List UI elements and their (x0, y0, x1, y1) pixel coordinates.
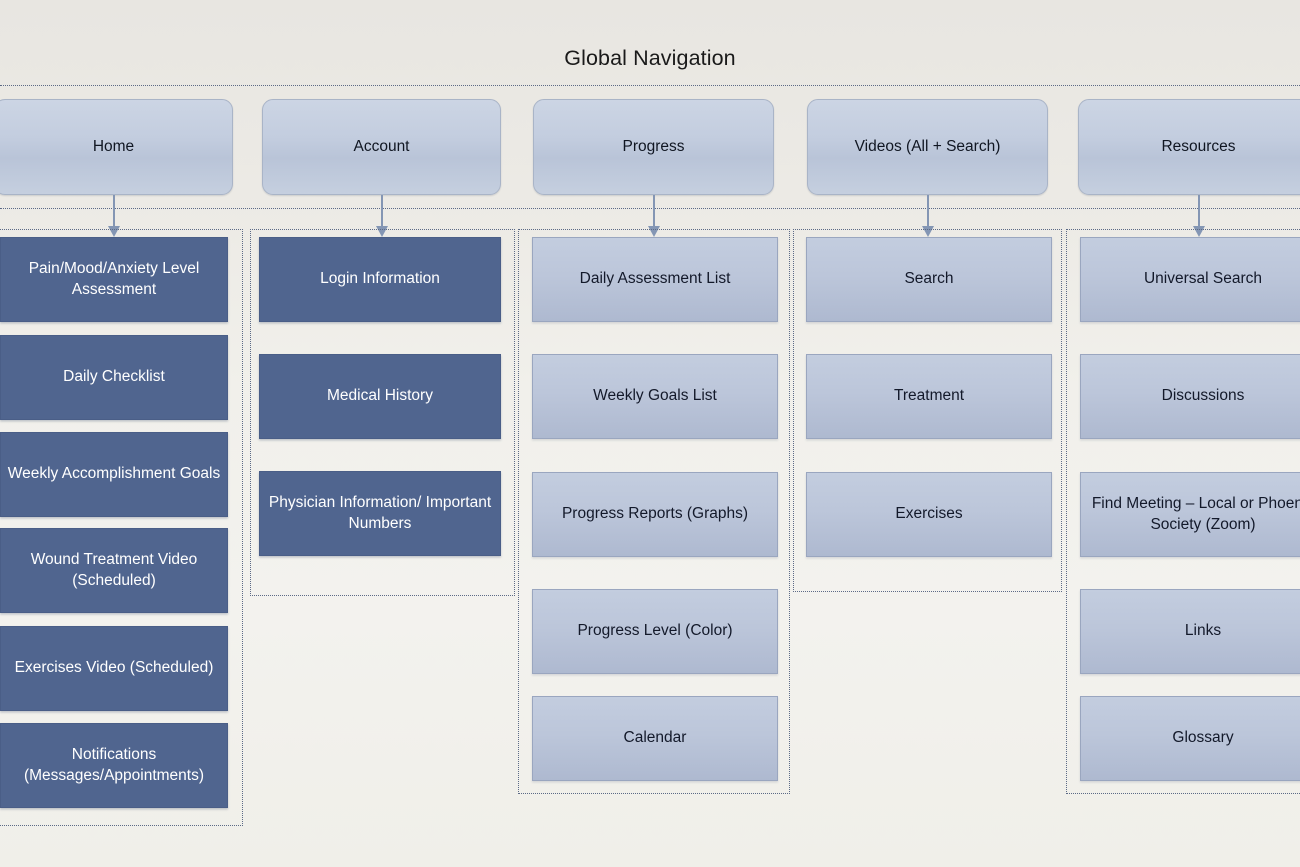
node-label: Weekly Accomplishment Goals (7, 465, 221, 483)
nav-button-videos[interactable]: Videos (All + Search) (807, 99, 1048, 195)
node-label: Daily Checklist (63, 368, 165, 386)
node-weekly-goals-list[interactable]: Weekly Goals List (532, 354, 778, 439)
node-daily-checklist[interactable]: Daily Checklist (0, 335, 228, 420)
node-exercises-video[interactable]: Exercises Video (Scheduled) (0, 626, 228, 711)
nav-button-home[interactable]: Home (0, 99, 233, 195)
nav-button-account[interactable]: Account (262, 99, 501, 195)
nav-button-label: Account (353, 138, 410, 155)
node-label: Glossary (1172, 729, 1234, 747)
node-glossary[interactable]: Glossary (1080, 696, 1300, 781)
nav-button-progress[interactable]: Progress (533, 99, 774, 195)
nav-button-resources[interactable]: Resources (1078, 99, 1300, 195)
node-discussions[interactable]: Discussions (1080, 354, 1300, 439)
node-daily-assessment-list[interactable]: Daily Assessment List (532, 237, 778, 322)
node-notifications[interactable]: Notifications (Messages/Appointments) (0, 723, 228, 808)
node-universal-search[interactable]: Universal Search (1080, 237, 1300, 322)
node-label: Pain/Mood/Anxiety Level Assessment (28, 260, 200, 298)
node-label: Progress Reports (Graphs) (561, 505, 749, 523)
nav-button-label: Home (92, 138, 135, 155)
node-label: Exercises Video (Scheduled) (14, 659, 214, 677)
nav-button-label: Videos (All + Search) (854, 138, 1001, 155)
node-videos-exercises[interactable]: Exercises (806, 472, 1052, 557)
node-label: Calendar (623, 729, 687, 747)
node-pain-mood-anxiety-assessment[interactable]: Pain/Mood/Anxiety Level Assessment (0, 237, 228, 322)
column-container-resources: Universal Search Discussions Find Meetin… (1066, 229, 1300, 794)
node-label: Treatment (893, 387, 965, 405)
node-wound-treatment-video[interactable]: Wound Treatment Video (Scheduled) (0, 528, 228, 613)
nav-bottom-divider (0, 208, 1300, 209)
node-login-information[interactable]: Login Information (259, 237, 501, 322)
node-progress-level-color[interactable]: Progress Level (Color) (532, 589, 778, 674)
page-title: Global Navigation (564, 46, 736, 70)
node-label: Wound Treatment Video (Scheduled) (30, 551, 198, 589)
column-container-videos: Search Treatment Exercises (793, 229, 1062, 592)
nav-button-label: Resources (1161, 138, 1236, 155)
node-label: Universal Search (1143, 270, 1263, 288)
node-calendar[interactable]: Calendar (532, 696, 778, 781)
column-container-account: Login Information Medical History Physic… (250, 229, 515, 596)
node-label: Exercises (895, 505, 963, 523)
node-label: Physician Information/ Important Numbers (268, 494, 492, 532)
node-label: Weekly Goals List (593, 387, 717, 405)
nav-button-label: Progress (622, 138, 685, 155)
node-videos-treatment[interactable]: Treatment (806, 354, 1052, 439)
node-medical-history[interactable]: Medical History (259, 354, 501, 439)
column-container-home: Pain/Mood/Anxiety Level Assessment Daily… (0, 229, 243, 826)
node-label: Find Meeting – Local or Phoenix Society … (1091, 495, 1300, 533)
node-find-meeting[interactable]: Find Meeting – Local or Phoenix Society … (1080, 472, 1300, 557)
node-label: Progress Level (Color) (577, 622, 733, 640)
title-zone: Global Navigation (0, 0, 1300, 86)
node-label: Search (904, 270, 954, 288)
node-progress-reports-graphs[interactable]: Progress Reports (Graphs) (532, 472, 778, 557)
node-label: Login Information (320, 270, 440, 288)
node-label: Daily Assessment List (579, 270, 731, 288)
column-container-progress: Daily Assessment List Weekly Goals List … (518, 229, 790, 794)
global-navigation-row: Home Account Progress Videos (All + Sear… (0, 0, 1300, 208)
node-physician-information[interactable]: Physician Information/ Important Numbers (259, 471, 501, 556)
node-label: Medical History (327, 387, 433, 405)
node-weekly-accomplishment-goals[interactable]: Weekly Accomplishment Goals (0, 432, 228, 517)
node-label: Notifications (Messages/Appointments) (23, 746, 205, 784)
title-divider (0, 85, 1300, 86)
node-videos-search[interactable]: Search (806, 237, 1052, 322)
node-label: Links (1184, 622, 1222, 640)
node-label: Discussions (1161, 387, 1245, 405)
node-links[interactable]: Links (1080, 589, 1300, 674)
